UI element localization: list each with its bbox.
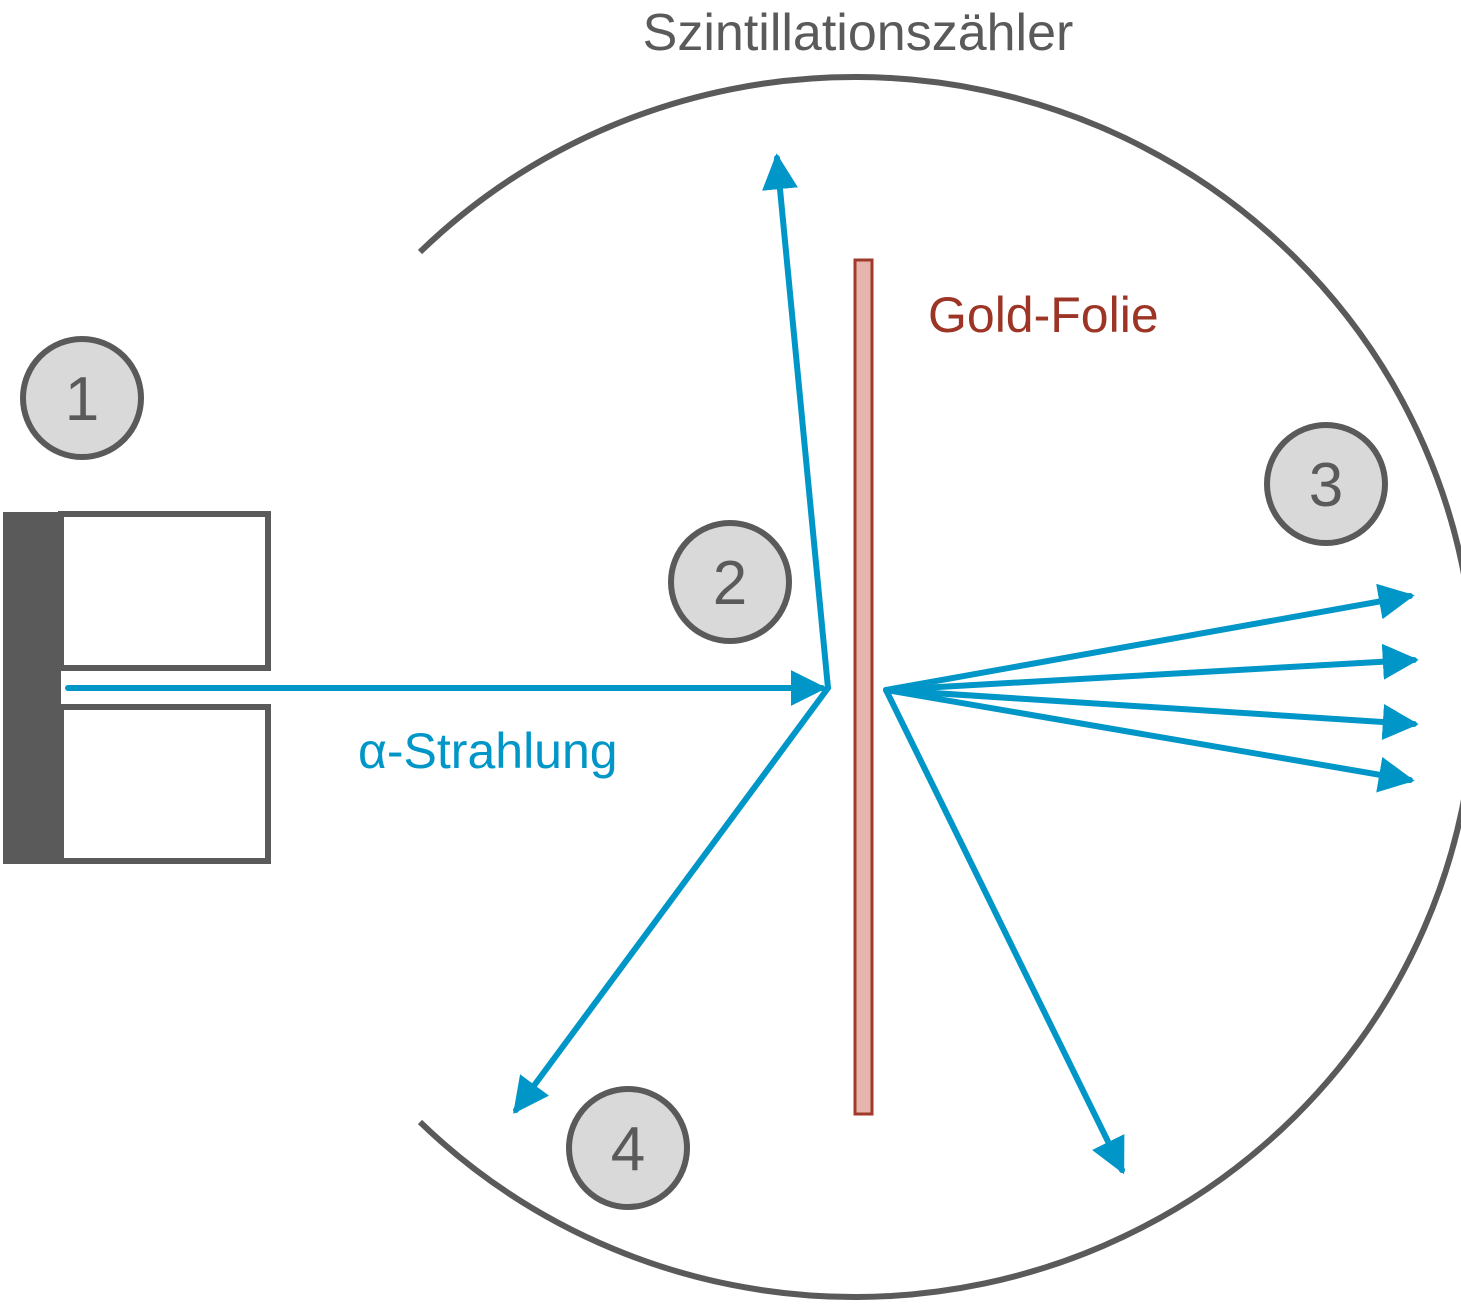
source-lower-block [58, 704, 271, 864]
alpha-source [3, 511, 271, 864]
marker-circle [1264, 422, 1388, 546]
alpha-particle-paths [65, 153, 1419, 1175]
foil-label: Gold-Folie [928, 287, 1159, 343]
transmitted-arrow-4 [883, 687, 1415, 793]
marker-4: 4 [566, 1086, 690, 1210]
marker-label: 4 [611, 1115, 645, 1184]
transmitted-arrow-1 [883, 583, 1415, 693]
deflected-up-arrow [762, 153, 831, 691]
marker-label: 1 [65, 365, 99, 434]
detector-label: Szintillationszähler [643, 4, 1074, 62]
marker-2: 2 [668, 520, 792, 644]
marker-3: 3 [1264, 422, 1388, 546]
marker-1: 1 [20, 336, 144, 460]
back-scatter-arrow [513, 685, 831, 1114]
gold-foil [853, 258, 874, 1116]
marker-label: 2 [713, 549, 747, 618]
beam-label: α-Strahlung [358, 723, 618, 779]
transmitted-arrow-3 [883, 687, 1419, 740]
marker-circle [20, 336, 144, 460]
deflected-down-arrow [883, 687, 1125, 1175]
marker-circle [566, 1086, 690, 1210]
source-backplate [3, 512, 61, 864]
scintillation-counter-arc [417, 74, 1461, 1300]
transmitted-arrow-2 [883, 643, 1419, 693]
marker-label: 3 [1309, 451, 1343, 520]
source-upper-block [58, 511, 271, 671]
marker-circle [668, 520, 792, 644]
